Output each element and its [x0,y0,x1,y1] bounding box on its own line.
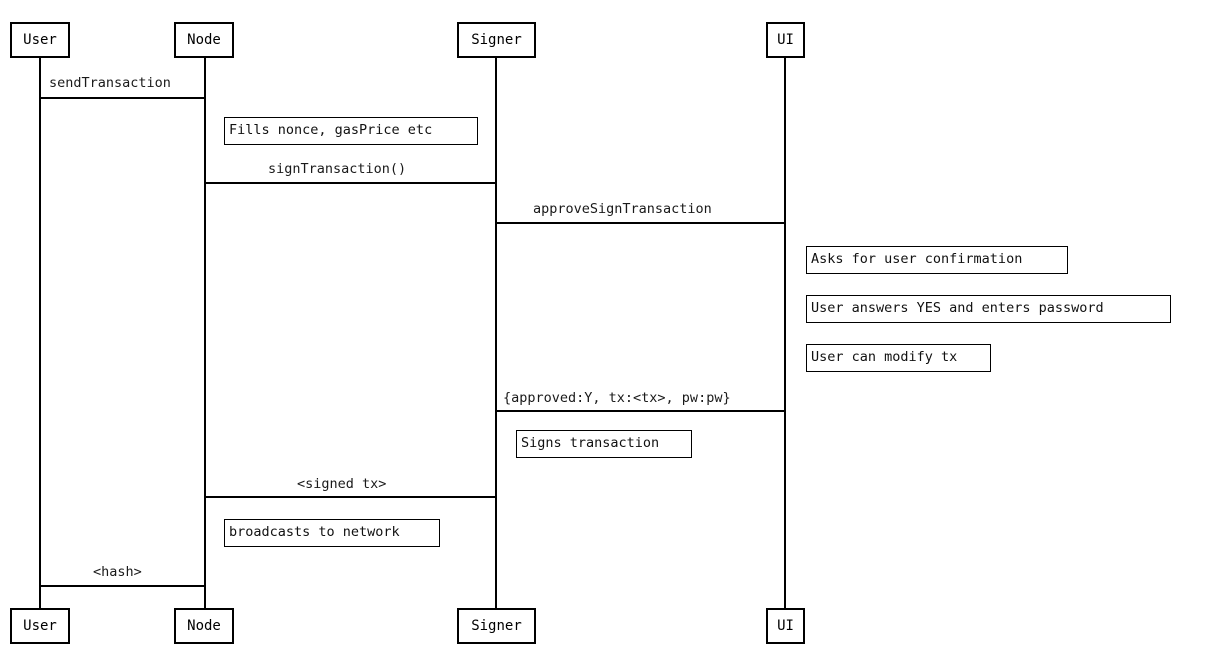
participant-label-node: Node [187,618,221,634]
note-box-n5[interactable]: Signs transaction [516,430,692,458]
message-line-m4[interactable] [496,410,785,412]
message-line-m6[interactable] [40,585,205,587]
note-text-n6: broadcasts to network [229,524,400,541]
message-line-m3[interactable] [496,222,785,224]
note-text-n4: User can modify tx [811,349,958,366]
participant-label-user: User [23,32,57,48]
message-label-m4: {approved:Y, tx:<tx>, pw:pw} [503,390,731,406]
note-box-n2[interactable]: Asks for user confirmation [806,246,1068,274]
note-text-n5: Signs transaction [521,435,660,452]
participant-label-node: Node [187,32,221,48]
participant-label-ui: UI [777,618,794,634]
lifeline-user [39,58,41,608]
message-label-m1: sendTransaction [49,75,171,91]
participant-label-signer: Signer [471,618,522,634]
message-label-m3: approveSignTransaction [533,201,712,217]
participant-box-node-bottom[interactable]: Node [174,608,234,644]
participant-box-ui-top[interactable]: UI [766,22,805,58]
message-label-m2: signTransaction() [268,161,407,177]
note-text-n1: Fills nonce, gasPrice etc [229,122,433,139]
participant-box-signer-bottom[interactable]: Signer [457,608,536,644]
lifeline-ui [784,58,786,608]
note-text-n3: User answers YES and enters password [811,300,1104,317]
lifeline-signer [495,58,497,608]
participant-box-signer-top[interactable]: Signer [457,22,536,58]
note-box-n4[interactable]: User can modify tx [806,344,991,372]
message-label-m5: <signed tx> [297,476,387,492]
note-box-n6[interactable]: broadcasts to network [224,519,440,547]
message-line-m1[interactable] [40,97,205,99]
participant-label-ui: UI [777,32,794,48]
note-box-n3[interactable]: User answers YES and enters password [806,295,1171,323]
participant-box-ui-bottom[interactable]: UI [766,608,805,644]
note-text-n2: Asks for user confirmation [811,251,1023,268]
participant-box-node-top[interactable]: Node [174,22,234,58]
lifeline-node [204,58,206,608]
participant-label-signer: Signer [471,32,522,48]
note-box-n1[interactable]: Fills nonce, gasPrice etc [224,117,478,145]
participant-box-user-bottom[interactable]: User [10,608,70,644]
message-label-m6: <hash> [93,564,142,580]
message-line-m2[interactable] [205,182,496,184]
participant-box-user-top[interactable]: User [10,22,70,58]
participant-label-user: User [23,618,57,634]
message-line-m5[interactable] [205,496,496,498]
